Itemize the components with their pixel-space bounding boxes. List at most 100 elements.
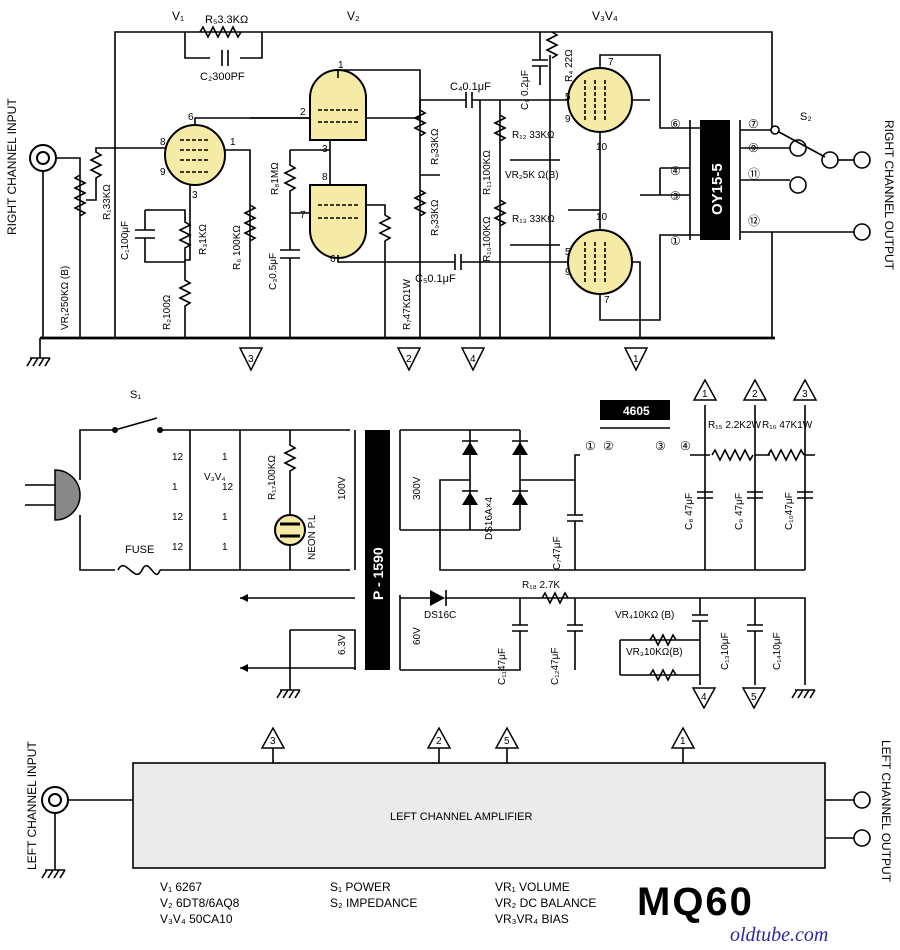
arrow-marker-3a: 3 [238, 347, 264, 372]
legend-controls: VR₁ VOLUME VR₂ DC BALANCE VR₃VR₄ BIAS [495, 880, 596, 928]
svg-text:1: 1 [633, 354, 639, 365]
label-v1: V₁ [172, 9, 184, 23]
pin-num: 5 [565, 92, 571, 103]
left-output-label: LEFT CHANNEL OUTPUT [879, 740, 893, 883]
right-output-terminal-1[interactable] [853, 151, 871, 169]
label-r11: R₁₁100KΩ [482, 150, 493, 195]
label-oy15-5: OY15-5 [709, 163, 726, 215]
svg-text:4: 4 [470, 354, 476, 365]
left-output-terminal-1[interactable] [853, 791, 871, 809]
pin-num: 9 [565, 267, 571, 278]
pin-num: 2 [300, 107, 306, 118]
svg-text:3: 3 [248, 354, 254, 365]
left-input-jack[interactable] [41, 786, 69, 814]
pin-num: 1 [338, 60, 344, 71]
bridge-rectifier-ds16a [462, 429, 528, 531]
label-vr3: VR₃10KΩ(B) [626, 647, 683, 658]
label-c6: C₆ 0.2μF [520, 70, 531, 110]
arrow-marker-2b: 2 [742, 378, 768, 401]
svg-text:1: 1 [680, 736, 686, 747]
label-v4-heater: V₃V₄ [204, 472, 226, 483]
svg-text:4: 4 [701, 692, 707, 703]
legend-item: VR₃VR₄ BIAS [495, 912, 569, 926]
tube-v3 [567, 67, 633, 133]
label-r6: R₆ 100KΩ [232, 225, 243, 270]
legend-item: V₃V₄ 50CA10 [160, 912, 233, 926]
label-r17: R₁₇100KΩ [267, 455, 278, 500]
pin-4: ④ [670, 164, 681, 178]
label-r5: R₅3.3KΩ [205, 14, 248, 26]
choke-pin-4: ④ [680, 439, 691, 453]
pin-num: 7 [608, 57, 614, 68]
label-c7: C₇47μF [552, 536, 563, 570]
potentiometer-vr1[interactable] [73, 174, 87, 217]
label-c4: C₄0.1μF [450, 81, 491, 93]
label-r7: R₇47KΩ1W [402, 279, 413, 330]
label-v3v4: V₃V₄ [592, 9, 618, 23]
tube-v1 [164, 124, 226, 186]
legend-item: VR₂ DC BALANCE [495, 896, 597, 910]
pin-num: 9 [565, 114, 571, 125]
pin-num: 6 [330, 254, 336, 265]
svg-text:2: 2 [436, 736, 442, 747]
left-output-terminal-2[interactable] [853, 829, 871, 847]
label-r9b: R₉33KΩ [430, 199, 441, 236]
pin-num: 7 [300, 210, 306, 221]
label-r8: R₈1MΩ [270, 162, 281, 195]
pin-11: ⑪ [748, 167, 760, 181]
label-r10: R₁₀100KΩ [482, 216, 493, 262]
left-channel-amplifier-block: LEFT CHANNEL AMPLIFIER [132, 762, 826, 869]
svg-text:5: 5 [751, 692, 757, 703]
label-c2: C₂300PF [200, 71, 245, 83]
pin-num: 3 [322, 144, 328, 155]
label-vr2: VR₂5K Ω(B) [505, 170, 559, 181]
left-amp-label: LEFT CHANNEL AMPLIFIER [390, 811, 532, 823]
svg-text:2: 2 [752, 389, 758, 400]
pin-3: ③ [670, 189, 681, 203]
label-r12: R₁₂ 33KΩ [512, 130, 555, 141]
legend-item: V₁ 6267 [160, 880, 203, 894]
left-input-label: LEFT CHANNEL INPUT [25, 741, 39, 870]
fuse [117, 564, 161, 576]
arrow-marker-5c: 5 [494, 726, 520, 749]
arrow-marker-1c: 1 [670, 726, 696, 749]
svg-text:1: 1 [702, 389, 708, 400]
output-transformer: OY15-5 [689, 120, 741, 240]
pin-num: 1 [222, 542, 228, 553]
arrow-marker-3c: 3 [260, 726, 286, 749]
label-neon: NEON P.L [307, 514, 318, 560]
pin-num: 1 [222, 452, 228, 463]
label-s1: S₁ [130, 389, 141, 401]
pin-12: ⑫ [748, 214, 760, 228]
label-r13: R₁₃ 33KΩ [512, 214, 555, 225]
arrow-marker-2c: 2 [426, 726, 452, 749]
choke-4605: 4605 [600, 400, 670, 429]
label-c13: C₁₃10μF [720, 632, 731, 670]
impedance-switch-s2[interactable] [778, 131, 826, 158]
label-100v: 100V [337, 476, 348, 500]
legend-item: S₁ POWER [330, 880, 391, 894]
pin-num: 1 [230, 137, 236, 148]
label-vr1: VR₁250KΩ (B) [60, 266, 71, 330]
label-r2: R₂100Ω [162, 294, 173, 330]
pin-6: ⑥ [670, 117, 681, 131]
label-c5: C₅0.1μF [415, 273, 456, 285]
label-r18: R₁₈ 2.7K [522, 580, 560, 591]
pin-7: ⑦ [748, 117, 759, 131]
label-c11: C₁₁47μF [497, 648, 508, 685]
svg-text:2: 2 [406, 354, 412, 365]
power-switch-s1[interactable] [114, 417, 158, 431]
right-input-jack[interactable] [29, 144, 57, 172]
svg-text:4605: 4605 [623, 404, 650, 418]
legend-item: V₂ 6DT8/6AQ8 [160, 896, 240, 910]
pin-num: 1 [172, 482, 178, 493]
power-transformer: P - 1590 [354, 430, 401, 670]
label-c12: C₁₂47μF [550, 648, 561, 685]
watermark: oldtube.com [730, 924, 829, 946]
right-output-terminal-2[interactable] [853, 223, 871, 241]
label-60v: 60V [412, 627, 423, 645]
choke-pin-3: ③ [655, 439, 666, 453]
pin-num: 9 [160, 167, 166, 178]
pin-num: 7 [604, 295, 610, 306]
label-r15: R₁₅ 2.2K2W [708, 420, 762, 431]
